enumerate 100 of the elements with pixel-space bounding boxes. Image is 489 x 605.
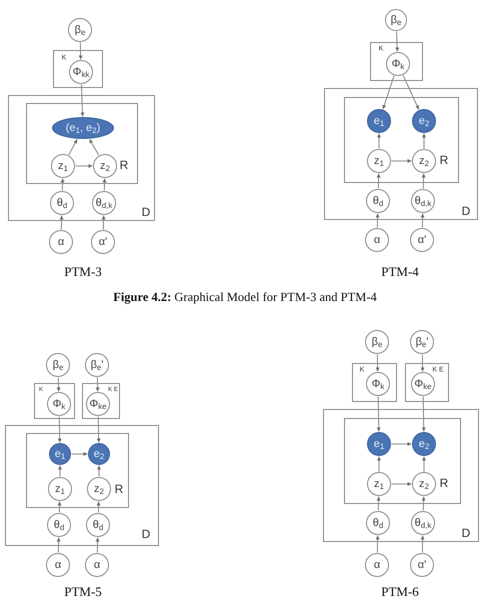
arrow <box>96 377 100 392</box>
figure-caption: Figure 4.2: Graphical Model for PTM-3 and PTM-4 <box>113 291 377 305</box>
variable-circle <box>93 154 117 178</box>
arrow <box>58 465 62 477</box>
variable-symbol: Φ$_{kk}$ <box>72 66 90 78</box>
plate-box <box>324 88 478 220</box>
variable-circle <box>365 330 389 354</box>
variable-circle <box>366 189 390 213</box>
variable-symbol: (e$_{1}$, e$_{2}$) <box>66 122 100 134</box>
variable-circle <box>365 553 389 577</box>
arrow <box>391 159 412 163</box>
variable-symbol: α' <box>98 236 108 248</box>
variable-symbol: α' <box>418 560 426 570</box>
arrow <box>97 465 101 477</box>
plate-label: D <box>462 205 470 217</box>
plate-box <box>26 103 138 184</box>
plate-label: D <box>142 206 150 218</box>
arrow <box>422 496 426 511</box>
arrow <box>382 76 394 110</box>
variable-symbol: e$_{1}$ <box>374 116 384 126</box>
variable-symbol: e$_{2}$ <box>418 438 430 450</box>
variable-circle <box>49 230 73 254</box>
variable-symbol: θ$_{d,k}$ <box>414 518 432 528</box>
variable-symbol: θ$_{d}$ <box>372 518 384 528</box>
plate-box <box>323 409 479 542</box>
variable-circle <box>410 228 434 252</box>
variable-circle <box>412 472 436 496</box>
arrow <box>377 456 381 472</box>
variable-symbol: z$_{2}$ <box>100 160 110 172</box>
plate-box <box>34 383 75 419</box>
variable-circle <box>91 230 115 254</box>
arrow <box>56 377 61 392</box>
plate-box <box>53 50 103 88</box>
arrow <box>71 452 88 456</box>
arrow <box>96 537 100 553</box>
variable-symbol: θ$_{d}$ <box>54 520 64 530</box>
plate-label: R <box>120 159 128 171</box>
variable-circle <box>412 149 436 173</box>
variable-circle <box>411 372 435 396</box>
variable-circle <box>367 472 391 496</box>
arrow <box>58 501 62 513</box>
shaded-variable-circle <box>367 109 391 133</box>
variable-symbol: Φ$_{k}$ <box>392 58 404 70</box>
arrow <box>75 164 93 168</box>
arrow <box>420 213 425 228</box>
shaded-variable-circle <box>367 432 391 456</box>
arrow <box>56 537 61 553</box>
variable-symbol: θ$_{d,k}$ <box>96 198 112 208</box>
variable-symbol: α <box>54 560 62 570</box>
variable-circle <box>410 330 434 354</box>
variable-circle <box>87 477 111 501</box>
shaded-variable-circle <box>49 443 71 465</box>
plate-box <box>8 95 155 221</box>
variable-symbol: Φ$_{ke}$ <box>414 378 432 390</box>
arrow <box>89 138 100 156</box>
arrow <box>102 215 106 230</box>
variable-symbol: e$_{1}$ <box>374 438 384 450</box>
arrow <box>78 42 83 60</box>
variable-symbol: Φ$_{k}$ <box>372 378 384 390</box>
subfigure-label: PTM-5 <box>64 584 102 600</box>
arrow <box>376 213 380 228</box>
variable-symbol: e$_{2}$ <box>418 116 430 126</box>
arrow <box>96 501 101 513</box>
variable-symbol: β$_{e}$' <box>90 360 104 370</box>
arrow <box>420 354 425 372</box>
arrow <box>58 416 62 443</box>
variable-circle <box>48 477 72 501</box>
plate-box <box>370 42 423 81</box>
variable-circle <box>367 149 391 173</box>
variable-symbol: z$_{1}$ <box>374 478 384 490</box>
plate-box <box>26 433 129 508</box>
shaded-variable-circle <box>412 109 436 133</box>
plate-box <box>5 425 159 546</box>
arrow <box>376 535 380 553</box>
arrow <box>422 133 426 149</box>
plate-label: D <box>142 528 150 540</box>
variable-circle <box>411 189 435 213</box>
variable-symbol: z$_{2}$ <box>419 156 429 166</box>
variable-symbol: z$_{2}$ <box>419 478 429 490</box>
arrow <box>376 354 380 372</box>
arrow <box>377 133 381 149</box>
variable-symbol: Φ$_{ke}$ <box>89 398 107 410</box>
arrow <box>376 396 381 432</box>
arrow <box>376 496 381 511</box>
plate-label: R <box>440 154 448 166</box>
variable-circle <box>92 191 116 215</box>
variable-symbol: θ$_{d}$ <box>92 520 104 530</box>
variable-circle <box>385 9 407 31</box>
arrow <box>402 75 420 110</box>
plate-box <box>344 418 461 504</box>
variable-symbol: e$_{1}$ <box>54 448 66 460</box>
plate-box <box>344 97 459 183</box>
variable-symbol: α <box>58 236 64 248</box>
variable-symbol: β$_{e}$ <box>372 336 382 348</box>
variable-circle <box>366 511 390 535</box>
arrow <box>422 396 426 432</box>
arrow <box>391 482 412 486</box>
arrow <box>420 535 425 553</box>
plate-label: D <box>462 527 470 539</box>
variable-symbol: z$_{1}$ <box>374 156 384 166</box>
